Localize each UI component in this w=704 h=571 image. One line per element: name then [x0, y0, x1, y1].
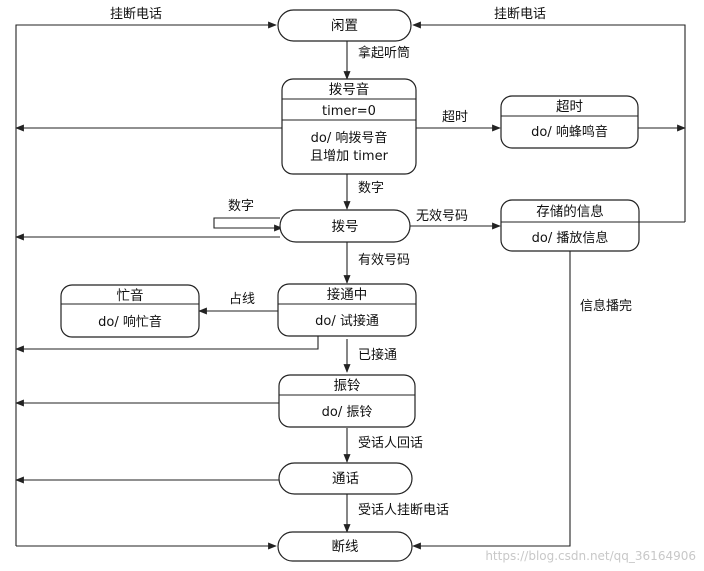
state-dialing: 拨号	[279, 209, 411, 243]
state-recorded-action: do/ 播放信息	[532, 230, 609, 246]
state-dial-tone-action-2: 且增加 timer	[310, 149, 389, 164]
state-dialing-title: 拨号	[332, 219, 359, 235]
state-dial-tone-entry: timer=0	[322, 104, 376, 119]
hangup-bus-left	[15, 21, 277, 546]
label-hangup-left: 挂断电话	[110, 7, 162, 22]
label-digit: 数字	[358, 181, 384, 196]
label-message-done: 信息播完	[580, 298, 632, 314]
arrow-message-done	[412, 251, 571, 550]
label-invalid: 无效号码	[416, 209, 468, 224]
state-recorded-title: 存储的信息	[536, 203, 604, 220]
label-digit-loop: 数字	[228, 199, 254, 214]
state-disconnect-title: 断线	[332, 539, 359, 555]
hangup-bus-right	[412, 21, 686, 222]
label-callee-hangs-up: 受话人挂断电话	[358, 503, 449, 518]
arrow-digit-loop	[213, 217, 283, 232]
label-callee-answers: 受话人回话	[358, 436, 423, 451]
state-ringing-title: 振铃	[334, 378, 361, 394]
state-connecting-action: do/ 试接通	[315, 313, 379, 329]
left-line-connecting	[15, 336, 319, 353]
state-timeout-action: do/ 响蜂鸣音	[531, 124, 608, 140]
label-pick-up: 拿起听筒	[358, 45, 410, 61]
state-idle-title: 闲置	[331, 18, 358, 34]
state-timeout-title: 超时	[556, 99, 583, 115]
state-ringing-action: do/ 振铃	[322, 405, 373, 420]
label-valid: 有效号码	[358, 253, 410, 268]
state-busy: 忙音 do/ 响忙音	[60, 284, 200, 338]
state-busy-title: 忙音	[117, 287, 144, 304]
state-dial-tone-title: 拨号音	[329, 81, 370, 98]
state-talking: 通话	[278, 462, 413, 495]
state-connecting-title: 接通中	[327, 286, 368, 303]
watermark: https://blog.csdn.net/qq_36164906	[485, 549, 696, 563]
label-connected: 已接通	[358, 347, 397, 363]
state-busy-action: do/ 响忙音	[98, 314, 162, 330]
label-timeout: 超时	[442, 110, 468, 125]
label-hangup-right: 挂断电话	[494, 7, 546, 22]
state-ringing: 振铃 do/ 振铃	[278, 374, 416, 428]
label-line-busy: 占线	[229, 292, 255, 307]
state-disconnect: 断线	[277, 531, 413, 562]
state-connecting: 接通中 do/ 试接通	[277, 283, 417, 337]
state-timeout: 超时 do/ 响蜂鸣音	[500, 95, 639, 149]
state-talking-title: 通话	[332, 471, 359, 487]
state-dial-tone-action-1: do/ 响拨号音	[311, 130, 388, 146]
state-recorded-message: 存储的信息 do/ 播放信息	[500, 199, 640, 252]
state-idle: 闲置	[277, 9, 412, 42]
state-dial-tone: 拨号音 timer=0 do/ 响拨号音 且增加 timer	[281, 78, 417, 175]
